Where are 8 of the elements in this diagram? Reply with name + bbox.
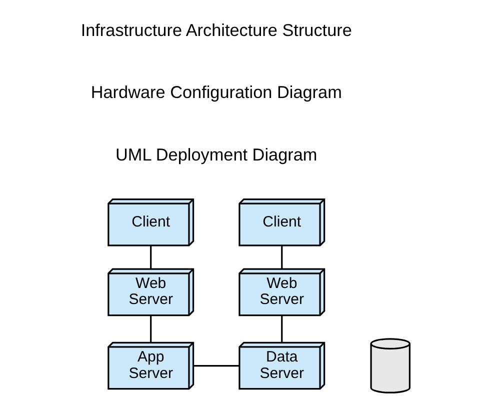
connector (193, 364, 240, 367)
connector (281, 315, 283, 342)
connector (150, 246, 152, 269)
connector (281, 246, 283, 269)
label: Hardware Configuration Diagram (90, 82, 342, 102)
label: UML Deployment Diagram (116, 144, 318, 164)
connector (150, 315, 152, 342)
label: Infrastructure Architecture Structure (80, 20, 352, 40)
